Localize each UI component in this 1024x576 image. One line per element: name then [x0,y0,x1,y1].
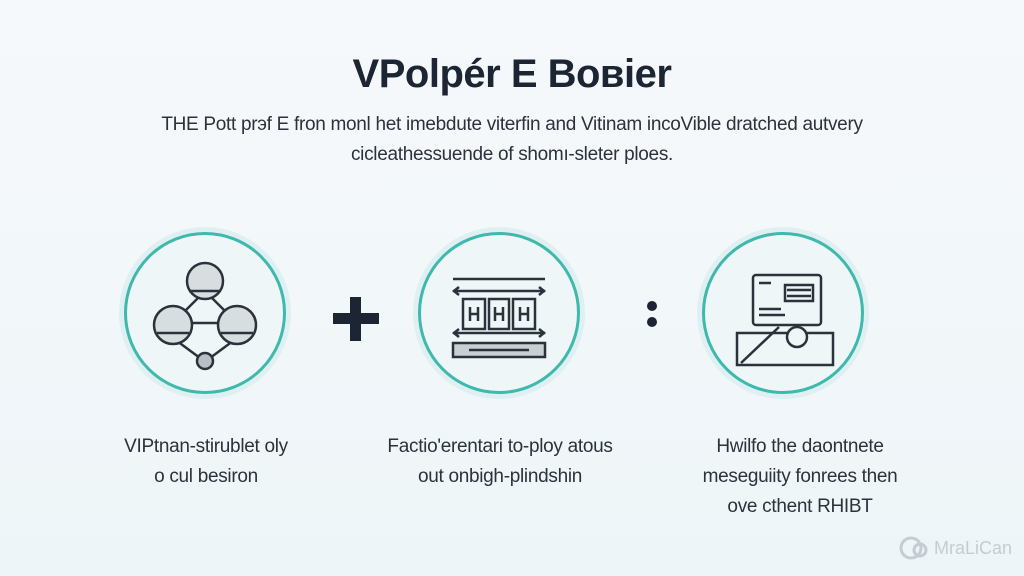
watermark: MraLiCan [898,534,1012,562]
caption-2-line-2: out onbigh-plindshin [417,466,583,487]
network-nodes-icon [124,232,286,394]
caption-1-line-1: VIPtnan-stirublet oly [124,436,288,457]
caption-1: VIPtnan-stirublet oly o cul besiron [106,432,306,492]
caption-3: Hwilfo the daontnete meseguiity fonrees … [670,432,930,522]
server-rack-icon [418,232,580,394]
watermark-logo-icon [899,536,928,560]
plus-icon [333,297,379,341]
page-title: VPolpér E Boвier [352,52,672,96]
subtitle-line-1: THE Pott prэf E fron monl het imebdute v… [161,114,863,135]
caption-2-line-1: Factio'erentari to-ploy atous [387,436,613,457]
caption-2: Factio'erentari to-ploy atous out onbigh… [360,432,640,492]
caption-3-line-1: Hwilfo the daontnete [716,436,884,457]
watermark-text: MraLiCan [933,537,1012,558]
subtitle-line-2: cicleathessuende of shomı-sleter ploes. [350,144,674,165]
colon-icon [647,301,657,327]
caption-1-line-2: o cul besiron [154,466,258,487]
caption-3-line-2: meseguiity fonrees then [702,466,898,487]
document-desk-icon [702,232,864,394]
caption-3-line-3: ove cthent RHIBT [727,496,873,517]
